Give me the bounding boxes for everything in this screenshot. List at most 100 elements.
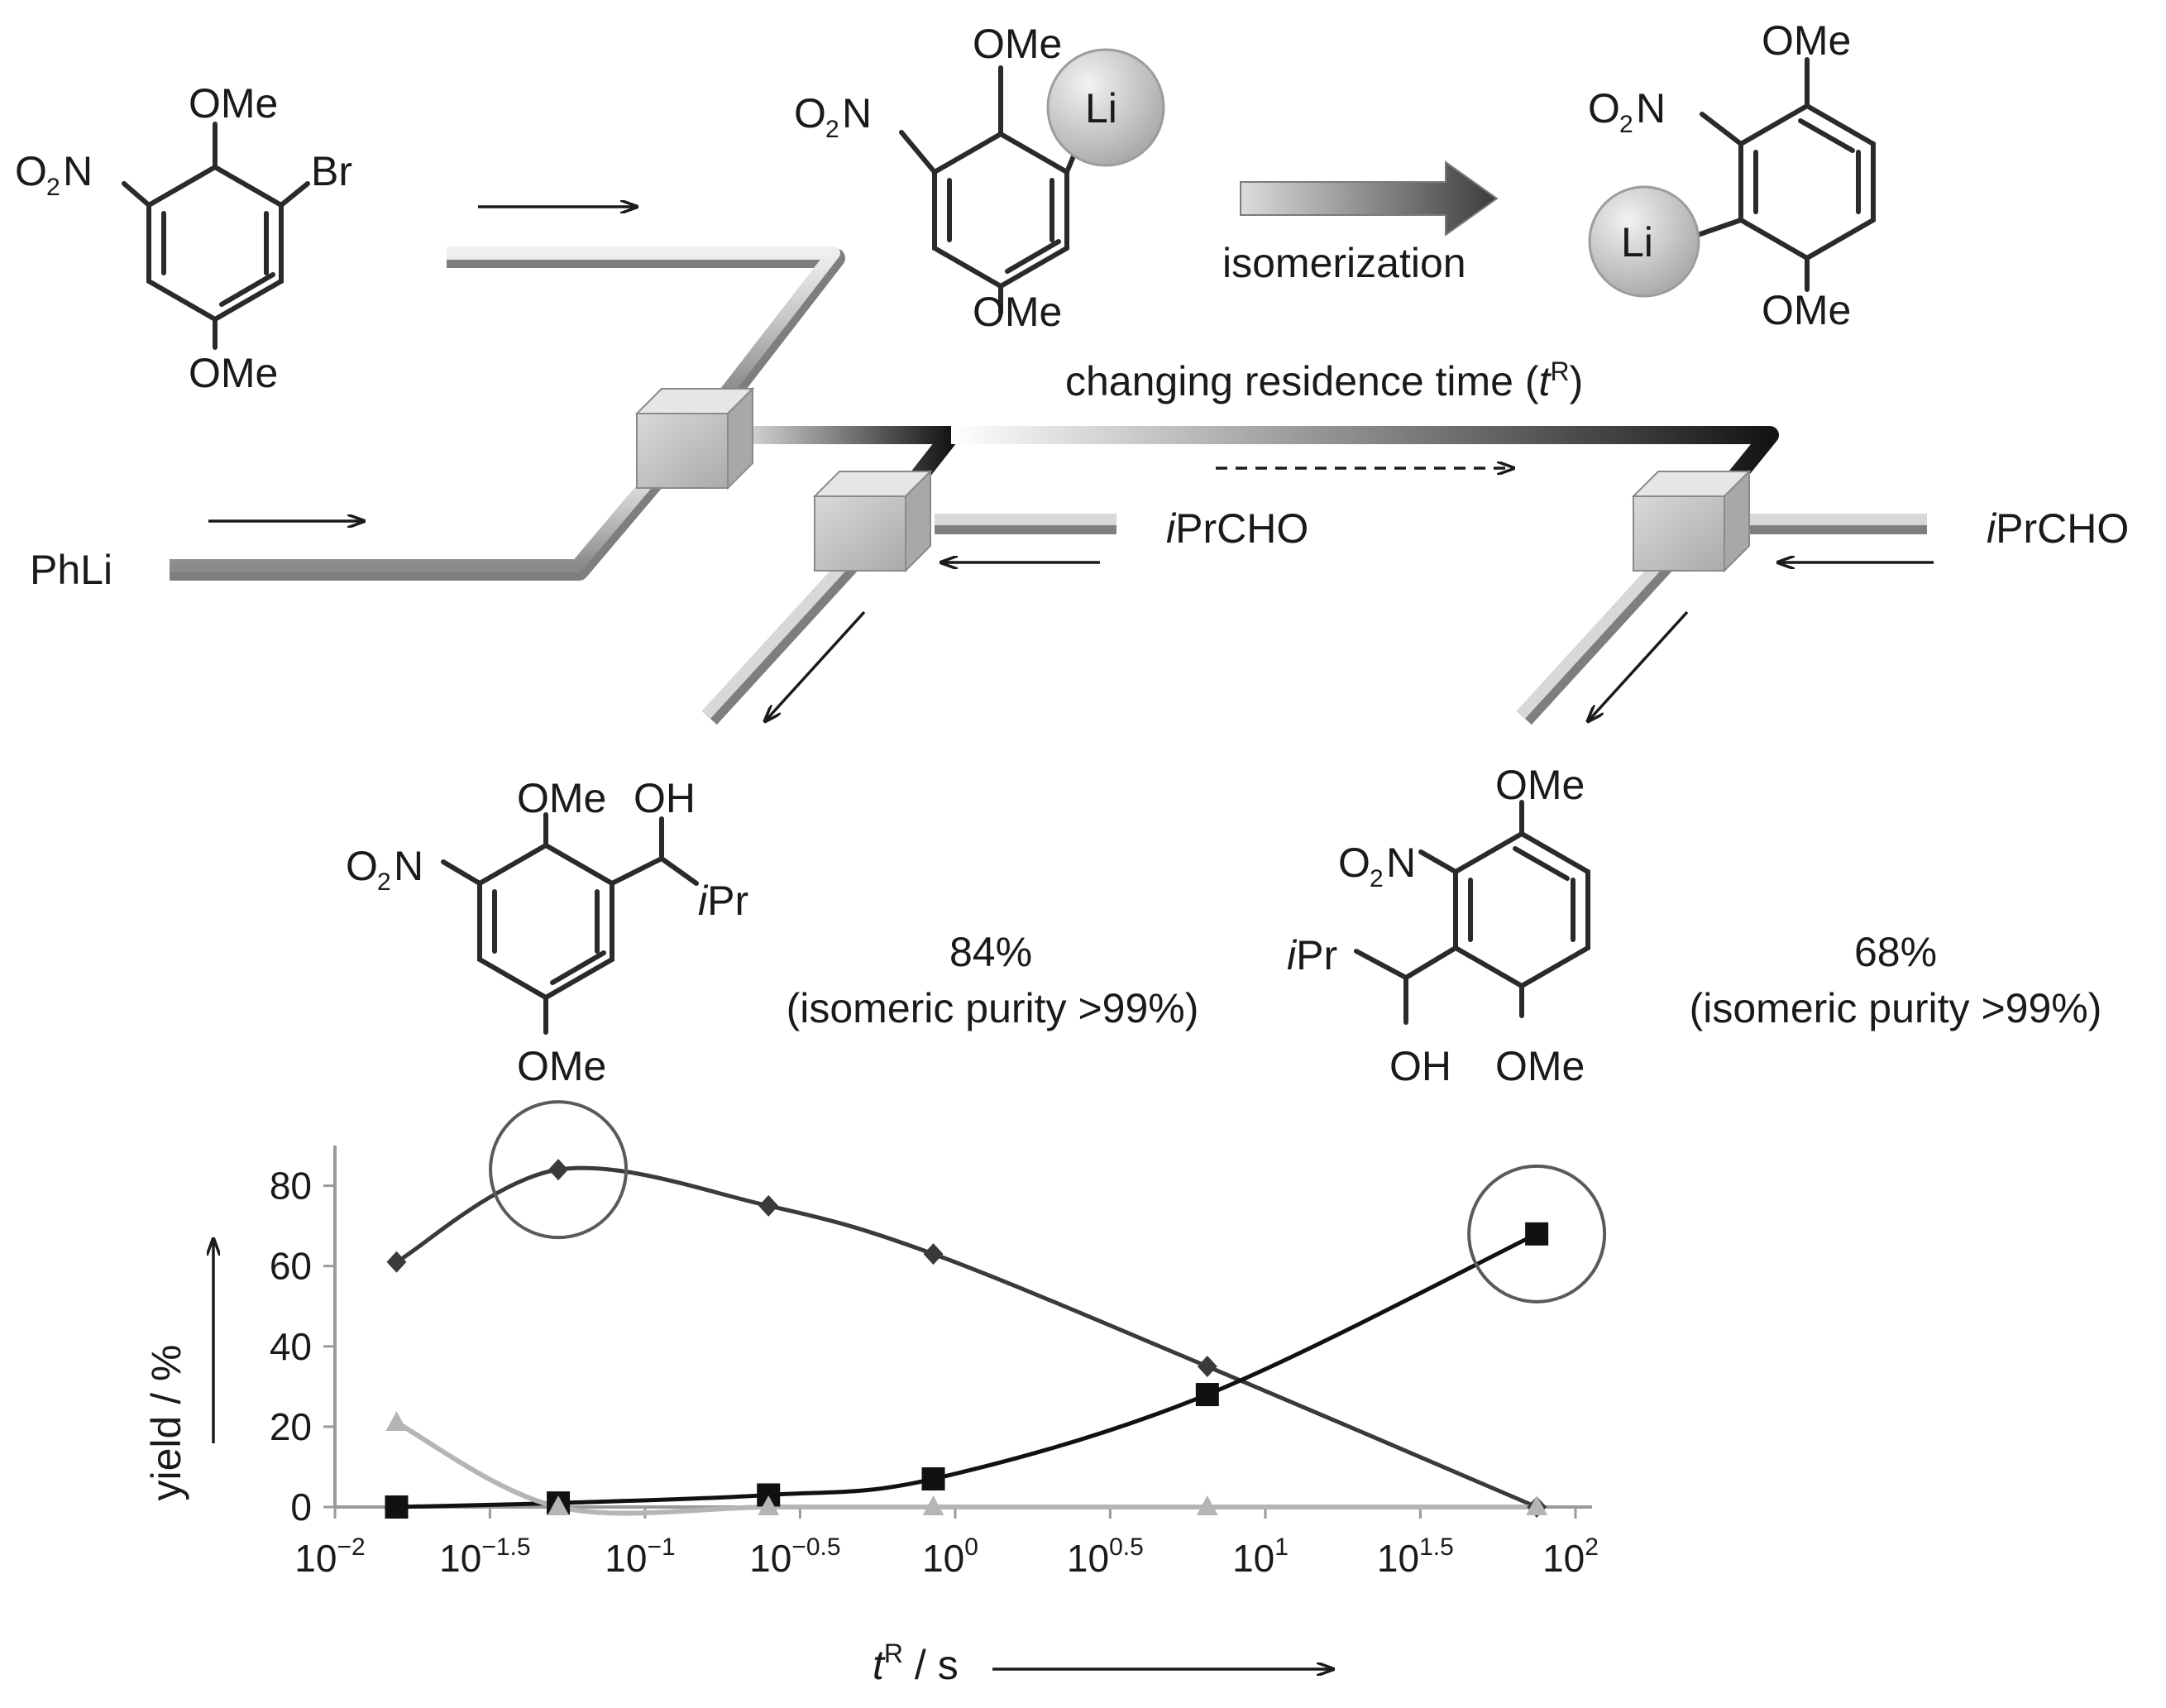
nitro-2: 2 [1370,865,1384,892]
x-tick-label: 101 [1232,1533,1289,1580]
nitro-o: O [1588,85,1620,132]
data-point-diamond [1197,1356,1217,1378]
molecule-product-1: OMe OH iPr O 2 N OMe [346,775,748,1089]
chart-curves [395,1165,1538,1516]
isomerization-arrow: isomerization [1222,160,1499,286]
outlet-tube-2 [1516,555,1668,719]
x-tick-label: 102 [1542,1533,1599,1580]
mixer-3 [1631,469,1752,573]
y-tick-label: 80 [270,1165,312,1208]
data-point-diamond [548,1159,569,1181]
nitro-o: O [346,843,378,889]
iprcho-label-1: iPrCHO [1166,505,1308,552]
x-axis-label: tR / s [873,1639,1333,1688]
right-yield: 68% [1854,929,1937,975]
residence-time-text: changing residence time ( [1065,358,1539,404]
arrow-outlet-1 [765,610,866,721]
nitro-o: O [15,148,47,194]
series-line-diamond [395,1165,1538,1509]
br-label: Br [311,148,352,194]
molecule-aryllithium: Li OMe O 2 N OMe [794,21,1165,335]
ipr-label: iPr [698,878,748,924]
svg-text:tR / s: tR / s [873,1639,959,1688]
data-point-triangle [385,1411,408,1432]
flow-arrows [208,207,1934,721]
iprcho-label-2: iPrCHO [1987,505,2129,552]
nitro-o: O [794,90,826,136]
nitro-n: N [63,148,93,194]
data-point-triangle [922,1495,944,1515]
ome-label: OMe [1495,762,1585,808]
feed-tube-substrate [447,246,840,396]
nitro-2: 2 [46,174,60,201]
ome-label: OMe [517,775,606,821]
flow-reactor [170,246,1927,725]
y-axis-label: yield / % [143,1239,213,1500]
x-tick-label: 10−0.5 [749,1533,840,1580]
oh-label: OH [634,775,696,821]
data-point-diamond [923,1243,944,1265]
molecule-bromide: OMe Br O 2 N OMe [15,80,352,396]
data-point-square [921,1467,945,1491]
y-tick-label: 60 [270,1245,312,1288]
nitro-n: N [1636,85,1666,132]
residence-time-t: t [1539,358,1552,404]
data-point-square [1525,1222,1549,1246]
nitro-n: N [842,90,872,136]
mixer-1 [634,386,755,490]
isomerization-label: isomerization [1222,240,1466,286]
left-yield: 84% [949,929,1032,975]
lithium-ball [1046,48,1165,167]
x-tick-label: 101.5 [1377,1533,1454,1580]
nitro-2: 2 [377,868,391,896]
y-tick-label: 20 [270,1405,312,1448]
lithium-ball [1588,185,1700,298]
residence-time-close: ) [1570,358,1584,404]
chart-highlight-circles [489,1100,1607,1304]
chart-axes [323,1146,1592,1519]
nitro-n: N [1386,840,1416,886]
data-point-diamond [386,1251,407,1273]
nitro-2: 2 [1619,111,1633,138]
li-label: Li [1621,219,1653,266]
data-point-triangle [1526,1495,1548,1515]
y-tick-label: 40 [270,1325,312,1368]
mixer-2 [812,469,933,573]
highlight-circle [1467,1164,1607,1304]
ome-label: OMe [973,21,1062,67]
x-tick-label: 10−1 [605,1533,675,1580]
ome-label: OMe [1762,287,1851,333]
svg-text:yield / %: yield / % [143,1345,189,1501]
nitro-n: N [394,843,423,889]
phli-label: PhLi [30,547,112,593]
feed-tube-phli [170,455,672,572]
residence-time-sup: R [1550,356,1569,386]
highlight-circle [489,1100,629,1240]
data-point-square [1195,1383,1219,1407]
data-point-triangle [547,1495,570,1515]
ome-label: OMe [517,1043,606,1089]
left-purity: (isomeric purity >99%) [787,985,1199,1031]
residence-time-label: changing residence time (tR) [1065,356,1583,404]
data-point-square [385,1495,409,1519]
x-tick-label: 100 [922,1533,978,1580]
chart-markers [385,1159,1549,1519]
outlet-tube-1 [701,555,853,719]
data-point-diamond [758,1194,779,1217]
ome-label: OMe [1762,17,1851,64]
x-tick-label: 100.5 [1067,1533,1144,1580]
ome-label: OMe [189,350,278,396]
series-line-square [396,1232,1538,1509]
svg-text:changing residence time (tR): changing residence time (tR) [1065,356,1583,404]
molecule-product-2: OMe O 2 N iPr OH OMe [1287,762,1590,1089]
y-tick-label: 0 [290,1486,312,1529]
data-point-triangle [758,1495,780,1515]
nitro-2: 2 [825,116,839,143]
right-purity: (isomeric purity >99%) [1690,985,2102,1031]
ome-label: OMe [189,80,278,127]
ome-label: OMe [973,289,1062,335]
molecule-isomerized-aryllithium: Li OMe O 2 N OMe [1588,17,1876,333]
